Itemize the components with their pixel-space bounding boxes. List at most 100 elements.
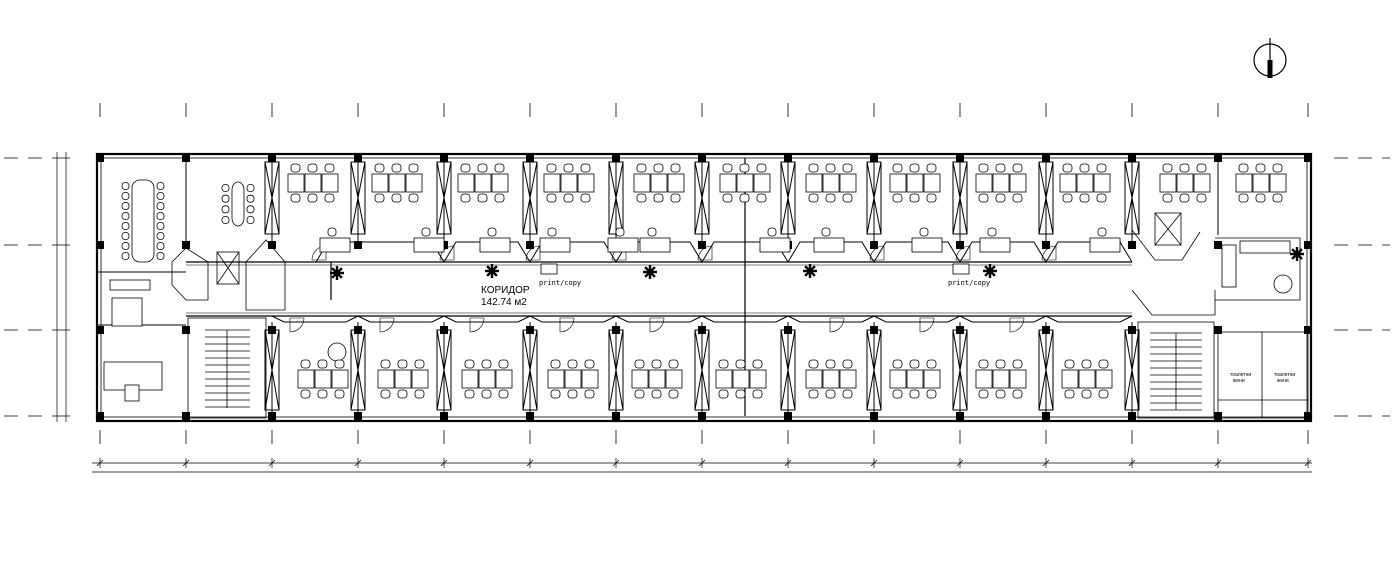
chair (735, 359, 746, 369)
chair (1272, 193, 1283, 203)
chair (414, 389, 425, 399)
workstation (753, 173, 771, 193)
column (268, 241, 276, 249)
chair (808, 193, 819, 203)
dim-slash (268, 459, 276, 467)
office-bay-south (959, 315, 1047, 323)
workstation (665, 369, 683, 389)
plant-icon (485, 264, 499, 278)
workstation (719, 173, 737, 193)
chair (550, 359, 561, 369)
storage-cabinet (350, 329, 366, 411)
chair (1098, 359, 1109, 369)
office-bay-north (1045, 241, 1133, 263)
chair (156, 182, 165, 190)
workstation (581, 369, 599, 389)
office-bay-south (787, 315, 875, 323)
storage-cabinet (694, 161, 710, 235)
chair (978, 359, 989, 369)
dim-slash (440, 459, 448, 467)
cabinet-cross (608, 161, 624, 235)
chair (1179, 193, 1190, 203)
workstation (377, 369, 395, 389)
column (96, 241, 104, 249)
chair (978, 389, 989, 399)
chair (653, 163, 664, 173)
chair (825, 359, 836, 369)
round-table (1273, 274, 1293, 294)
workstation (461, 369, 479, 389)
storage-cabinet (436, 161, 452, 235)
cabinet-cross (522, 329, 538, 411)
dim-slash (182, 459, 190, 467)
chair (334, 359, 345, 369)
chair (636, 163, 647, 173)
dim-slash (698, 459, 706, 467)
dim-slash (1128, 459, 1136, 467)
chair (374, 193, 385, 203)
storage-cabinet (866, 329, 882, 411)
chair (1096, 163, 1107, 173)
column (1042, 241, 1050, 249)
workstation (1078, 369, 1096, 389)
chair (408, 193, 419, 203)
storage-cabinet (436, 329, 452, 411)
workstation (1061, 369, 1079, 389)
column (182, 326, 190, 334)
column (870, 241, 878, 249)
chair (246, 205, 255, 214)
workstation (822, 369, 840, 389)
workstation (297, 369, 315, 389)
workstation (564, 369, 582, 389)
workstation (560, 173, 578, 193)
column (526, 241, 534, 249)
chair (634, 359, 645, 369)
chair (987, 227, 997, 237)
workstation (287, 173, 305, 193)
chair (634, 389, 645, 399)
cabinet-cross (264, 329, 280, 411)
workstation (631, 369, 649, 389)
column (1304, 326, 1312, 334)
column (96, 412, 104, 420)
workstation (648, 369, 666, 389)
chair (909, 359, 920, 369)
toilet-block (1217, 331, 1309, 419)
column (96, 154, 104, 162)
chair (808, 359, 819, 369)
cabinet-cross (866, 329, 882, 411)
storage-cabinet (1124, 161, 1140, 235)
workstation (906, 173, 924, 193)
chair (324, 193, 335, 203)
storage-cabinet (780, 161, 796, 235)
chair (408, 163, 419, 173)
chair (481, 359, 492, 369)
round-table (327, 342, 347, 362)
chair (892, 193, 903, 203)
cabinet-cross (1124, 329, 1140, 411)
chair (397, 359, 408, 369)
corridor-desk (319, 237, 351, 253)
chair (547, 227, 557, 237)
workstation (923, 369, 941, 389)
chair (1162, 193, 1173, 203)
column (1128, 241, 1136, 249)
chair (307, 193, 318, 203)
chair (1081, 359, 1092, 369)
chair (1012, 193, 1023, 203)
dim-slash (526, 459, 534, 467)
toilet-label-2a: тоалетни (1274, 372, 1295, 378)
cabinet-cross (866, 161, 882, 235)
lobby-wall (245, 239, 286, 311)
workstation (495, 369, 513, 389)
workstation (1009, 173, 1027, 193)
workstation (749, 369, 767, 389)
column (1214, 241, 1222, 249)
elevator-cross (216, 251, 240, 285)
chair (580, 193, 591, 203)
chair (1064, 359, 1075, 369)
cabinet-cross (1038, 161, 1054, 235)
chair (756, 193, 767, 203)
elevator-icon (216, 251, 240, 285)
